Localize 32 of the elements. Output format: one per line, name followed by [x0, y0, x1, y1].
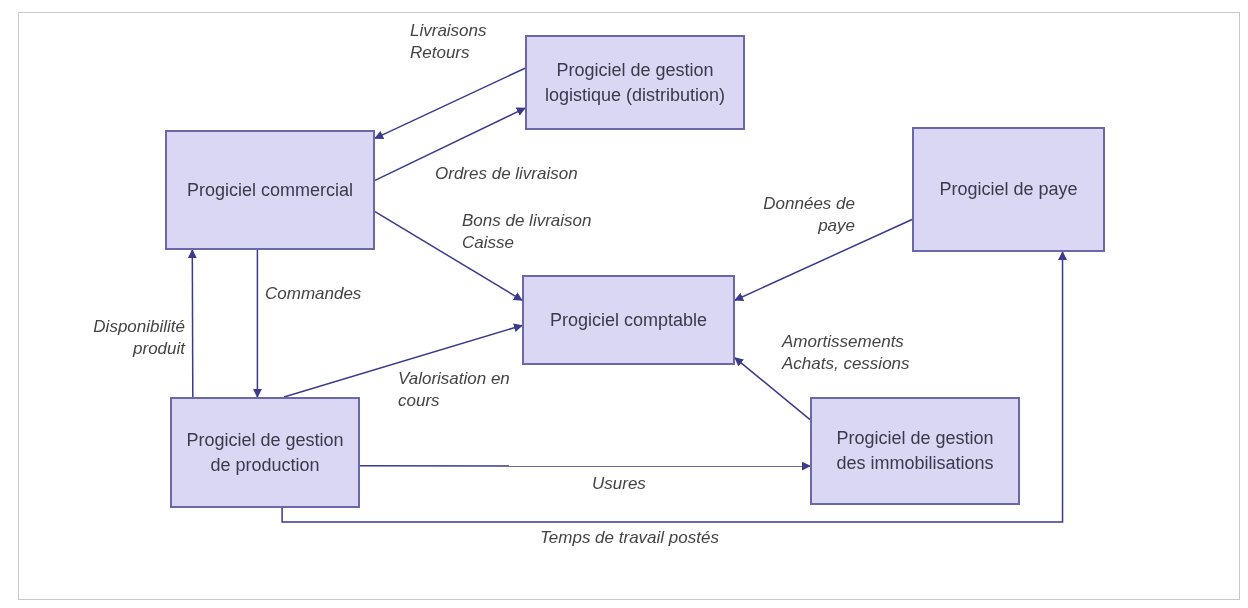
box-text: Progiciel comptable [549, 308, 708, 332]
arrow [252, 249, 262, 398]
edge-label: Ordres de livraison [435, 163, 579, 185]
arrow [734, 218, 913, 301]
box-text: Progiciel de gestion logistique (distribution) [543, 58, 727, 107]
process-box [810, 397, 1020, 505]
arrow [281, 251, 1068, 523]
edge-label: Livraisons Retours [410, 20, 488, 64]
process-box [165, 130, 375, 250]
edge-label: Valorisation en cours [398, 368, 511, 412]
box-text: Progiciel de paye [939, 178, 1078, 201]
arrow [734, 357, 811, 421]
process-box [170, 397, 360, 508]
edge-label: Données de paye [762, 193, 855, 237]
edge-label: Bons de livraison Caisse [462, 210, 593, 254]
edge-label: Usures [592, 473, 647, 495]
arrow [283, 323, 523, 398]
edge-label: Disponibilité produit [92, 316, 185, 360]
box-text: Progiciel de gestion des immobilisations [835, 427, 995, 475]
arrow [374, 67, 526, 140]
box-text: Progiciel de gestion de production [185, 428, 345, 477]
arrow [359, 461, 811, 471]
arrow [374, 107, 526, 182]
process-box [522, 275, 735, 365]
process-box [525, 35, 745, 130]
arrow [374, 210, 523, 301]
box-text: Progiciel commercial [186, 178, 353, 202]
process-box [912, 127, 1105, 252]
edge-label: Commandes [265, 283, 363, 305]
arrow [187, 249, 197, 398]
edge-label: Temps de travail postés [540, 527, 720, 549]
edge-label: Amortissements Achats, cessions [782, 331, 911, 375]
